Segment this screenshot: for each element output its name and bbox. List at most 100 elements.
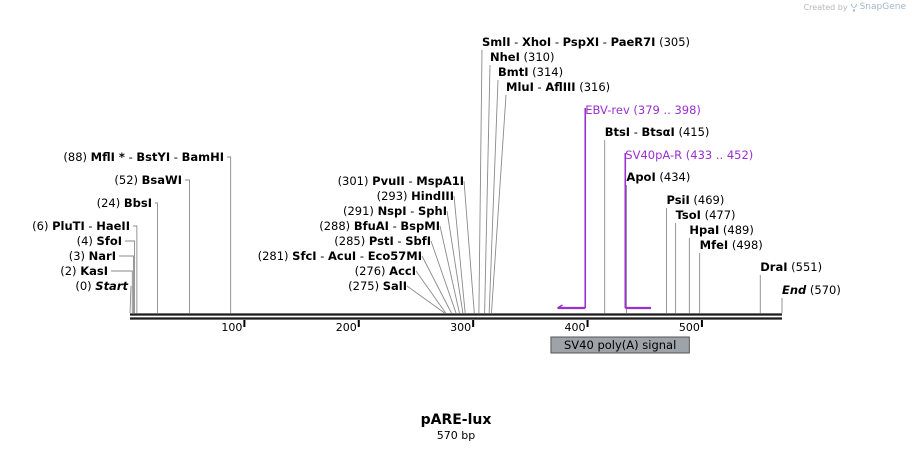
enzyme-name: MfeI	[700, 238, 729, 252]
site-position: (415)	[675, 125, 710, 139]
site-position: (301)	[338, 174, 373, 188]
enzyme-name: BmtI	[498, 65, 529, 79]
enzyme-name: DraI	[760, 260, 787, 274]
enzyme-separator: -	[125, 150, 136, 164]
enzyme-separator: -	[394, 234, 405, 248]
enzyme-name: AflIII	[545, 80, 575, 94]
cut-site-line	[453, 195, 466, 314]
right-site-label: DraI (551)	[760, 260, 822, 274]
primer-name: SV40pA-R	[625, 148, 682, 162]
mid-site-label: (281) SfcI - AcuI - Eco57MI	[258, 249, 422, 263]
enzyme-name: End	[782, 283, 807, 297]
enzyme-separator: -	[630, 125, 641, 139]
site-position: (310)	[520, 50, 555, 64]
site-position: (293)	[377, 189, 412, 203]
site-position: (285)	[334, 234, 369, 248]
scale-tick-label: 500	[679, 321, 700, 334]
enzyme-name: NheI	[490, 50, 520, 64]
top-site-label: BmtI (314)	[498, 65, 563, 79]
left-site-label: (4) SfoI	[77, 234, 122, 248]
site-position: (291)	[343, 204, 378, 218]
site-position: (434)	[656, 170, 691, 184]
feature-box	[550, 336, 690, 354]
enzyme-separator: -	[534, 80, 545, 94]
site-position: (2)	[60, 264, 80, 278]
enzyme-name: ApoI	[626, 170, 655, 184]
credit-brand: SnapGene	[859, 2, 906, 12]
snapgene-logo-icon	[850, 3, 857, 12]
cut-site-line	[430, 240, 457, 314]
cut-site-line	[111, 270, 133, 313]
cut-site-line	[155, 202, 158, 313]
enzyme-separator: -	[405, 174, 416, 188]
right-site-label: ApoI (434)	[626, 170, 690, 184]
enzyme-name: PaeR7I	[611, 35, 656, 49]
site-position: (4)	[77, 234, 97, 248]
scale-tick-label: 200	[336, 321, 357, 334]
credit-prefix: Created by	[803, 2, 848, 12]
enzyme-name: TsoI	[676, 208, 701, 222]
cut-site-line	[133, 225, 138, 313]
site-position: (316)	[576, 80, 611, 94]
enzyme-separator: -	[356, 249, 367, 263]
enzyme-separator: -	[389, 219, 400, 233]
cut-site-line	[484, 64, 491, 314]
plasmid-length: 570 bp	[436, 429, 476, 442]
enzyme-name: SalI	[383, 279, 407, 293]
feature-label: SV40 poly(A) signal	[564, 338, 676, 352]
mid-site-label: (285) PstI - SbfI	[334, 234, 431, 248]
enzyme-name: BamHI	[182, 150, 224, 164]
enzyme-name: HaeII	[96, 219, 130, 233]
left-site-label: (0) Start	[75, 279, 128, 293]
enzyme-name: NspI	[378, 204, 407, 218]
site-position: (469)	[690, 193, 725, 207]
cut-site-line	[119, 255, 134, 313]
cut-site-line	[491, 94, 507, 314]
left-site-label: (24) BbsI	[97, 196, 152, 210]
enzyme-name: AccI	[389, 264, 416, 278]
left-site-label: (88) MflI * - BstYI - BamHI	[63, 150, 224, 164]
map-title-block: pARE-lux 570 bp	[0, 412, 912, 442]
enzyme-name: Start	[95, 279, 128, 293]
primer-name: EBV-rev	[585, 103, 630, 117]
enzyme-name: PluTI	[52, 219, 85, 233]
mid-site-label: (288) BfuAI - BspMI	[319, 219, 440, 233]
site-position: (24)	[97, 196, 124, 210]
feature-sv40-polya: SV40 poly(A) signal	[550, 336, 690, 354]
site-position: (570)	[806, 283, 841, 297]
enzyme-name: SbfI	[405, 234, 431, 248]
enzyme-name: BstYI	[136, 150, 170, 164]
top-site-label: NheI (310)	[490, 50, 554, 64]
site-position: (88)	[63, 150, 90, 164]
enzyme-name: PspXI	[563, 35, 599, 49]
site-position: (489)	[719, 223, 754, 237]
cut-site-line	[439, 225, 460, 314]
enzyme-separator: -	[599, 35, 610, 49]
right-site-label: End (570)	[782, 283, 841, 297]
site-position: (0)	[75, 279, 95, 293]
cut-site-line	[125, 240, 136, 313]
scale-tick-label: 100	[221, 321, 242, 334]
plasmid-name: pARE-lux	[420, 412, 492, 428]
cut-site-line	[463, 180, 475, 314]
site-position: (305)	[655, 35, 690, 49]
cut-site-line	[488, 79, 499, 314]
snapgene-credit: Created by SnapGene	[804, 2, 906, 12]
site-position: (276)	[355, 264, 390, 278]
primer-sv40pa-r: SV40pA-R (433 .. 452)	[624, 148, 753, 310]
site-position: (498)	[728, 238, 763, 252]
site-position: (477)	[701, 208, 736, 222]
site-position: (314)	[529, 65, 564, 79]
enzyme-name: MflI *	[91, 150, 125, 164]
cut-site-line	[185, 179, 190, 313]
enzyme-name: HindIII	[411, 189, 454, 203]
left-site-label: (3) NarI	[69, 249, 116, 263]
cut-site-line	[446, 210, 464, 314]
right-site-label: BtsI - BtsαI (415)	[605, 125, 710, 139]
enzyme-name: SfoI	[97, 234, 122, 248]
mid-site-label: (275) SalI	[348, 279, 407, 293]
site-position: (551)	[788, 260, 823, 274]
site-position: (52)	[114, 173, 141, 187]
enzyme-separator: -	[170, 150, 181, 164]
